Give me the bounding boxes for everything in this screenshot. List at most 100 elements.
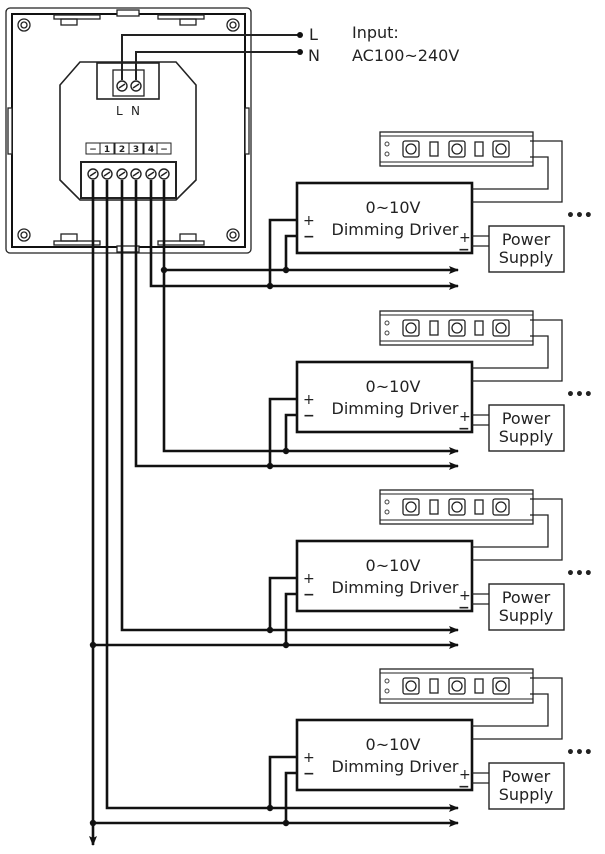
resistor-icon bbox=[429, 320, 439, 336]
screw-slot bbox=[132, 171, 140, 177]
resistor-icon bbox=[429, 678, 439, 694]
led-chip-icon bbox=[448, 319, 466, 337]
strip-hole bbox=[384, 678, 390, 684]
power-supply-wire bbox=[472, 772, 489, 784]
output-wire bbox=[105, 180, 459, 812]
terminal-label-box bbox=[128, 142, 144, 155]
led-chip-icon bbox=[492, 498, 510, 516]
power-supply-label: Supply bbox=[499, 606, 554, 625]
driver-label-voltage: 0~10V bbox=[366, 735, 421, 754]
driver-input-plus: + bbox=[303, 392, 315, 408]
junction-dot bbox=[282, 819, 290, 827]
input-l-label: L bbox=[309, 25, 318, 44]
led-chip-icon bbox=[448, 140, 466, 158]
junction-dot bbox=[266, 804, 274, 812]
led-lens bbox=[451, 501, 463, 513]
wire-l bbox=[121, 34, 300, 80]
driver-label-name: Dimming Driver bbox=[332, 399, 459, 418]
screw-slot bbox=[132, 83, 140, 89]
power-supply-label: Supply bbox=[499, 785, 554, 804]
led-lens bbox=[495, 143, 507, 155]
junction-dot bbox=[89, 819, 97, 827]
driver-minus-wire bbox=[284, 234, 297, 270]
led-chip-icon bbox=[402, 319, 420, 337]
driver-output-minus: − bbox=[458, 779, 470, 795]
screw-slot bbox=[118, 83, 126, 89]
driver-input-minus: − bbox=[303, 766, 315, 782]
terminal-label-box bbox=[156, 142, 172, 155]
led-lens bbox=[405, 322, 417, 334]
strip-hole bbox=[384, 499, 390, 505]
dimming-driver bbox=[295, 360, 474, 434]
dimming-driver bbox=[295, 181, 474, 255]
driver-label-name: Dimming Driver bbox=[332, 220, 459, 239]
power-supply-label: Power bbox=[502, 409, 551, 428]
power-supply-wire bbox=[472, 593, 489, 605]
driver-output-minus: − bbox=[458, 242, 470, 258]
led-lens bbox=[405, 680, 417, 692]
power-supply-label: Supply bbox=[499, 427, 554, 446]
output-wires bbox=[89, 180, 459, 846]
led-lens bbox=[451, 143, 463, 155]
more-indicator: ••• bbox=[566, 387, 593, 403]
resistor-icon bbox=[474, 678, 484, 694]
driver-output-plus: + bbox=[459, 588, 471, 604]
strip-hole bbox=[384, 688, 390, 694]
strip-wire bbox=[472, 140, 563, 203]
wire-n bbox=[135, 51, 300, 80]
terminal-label: − bbox=[160, 145, 168, 155]
driver-input-minus: − bbox=[303, 587, 315, 603]
resistor-icon bbox=[429, 141, 439, 157]
terminal-label: − bbox=[89, 145, 97, 155]
terminal-label-l: L bbox=[116, 104, 123, 118]
driver-plus-wire bbox=[268, 755, 297, 808]
strip-hole bbox=[384, 509, 390, 515]
junction-dot bbox=[266, 626, 274, 634]
driver-input-minus: − bbox=[303, 408, 315, 424]
driver-plus-wire bbox=[268, 397, 297, 466]
terminal-label: 2 bbox=[119, 145, 125, 155]
strip-hole bbox=[384, 141, 390, 147]
output-wire bbox=[149, 180, 459, 290]
driver-output-plus: + bbox=[459, 409, 471, 425]
strip-wire bbox=[472, 693, 549, 727]
strip-wire bbox=[472, 514, 549, 548]
led-chip-icon bbox=[492, 140, 510, 158]
strip-wire bbox=[472, 677, 563, 740]
input-n-label: N bbox=[308, 46, 320, 65]
power-supply-label: Power bbox=[502, 588, 551, 607]
junction-dot bbox=[266, 462, 274, 470]
dimming-driver bbox=[295, 539, 474, 613]
terminal-label: 1 bbox=[104, 145, 110, 155]
power-supply bbox=[488, 583, 565, 631]
strip-wire bbox=[472, 498, 563, 561]
strip-hole bbox=[384, 151, 390, 157]
led-chip-icon bbox=[448, 498, 466, 516]
terminal-label: 3 bbox=[133, 145, 139, 155]
led-lens bbox=[405, 501, 417, 513]
resistor-icon bbox=[429, 499, 439, 515]
junction-dot bbox=[266, 282, 274, 290]
input-voltage: AC100~240V bbox=[352, 46, 459, 65]
terminal-label-box bbox=[99, 142, 115, 155]
strip-hole bbox=[384, 330, 390, 336]
power-supply-wire bbox=[472, 414, 489, 426]
screw-slot bbox=[147, 171, 155, 177]
led-lens bbox=[495, 501, 507, 513]
driver-minus-wire bbox=[284, 592, 297, 645]
screw-slot bbox=[160, 171, 168, 177]
led-chip-icon bbox=[402, 677, 420, 695]
power-supply-label: Power bbox=[502, 230, 551, 249]
strip-wire bbox=[472, 335, 549, 369]
terminal-label: 4 bbox=[148, 145, 154, 155]
driver-output-minus: − bbox=[458, 600, 470, 616]
led-lens bbox=[495, 322, 507, 334]
led-chip-icon bbox=[402, 498, 420, 516]
